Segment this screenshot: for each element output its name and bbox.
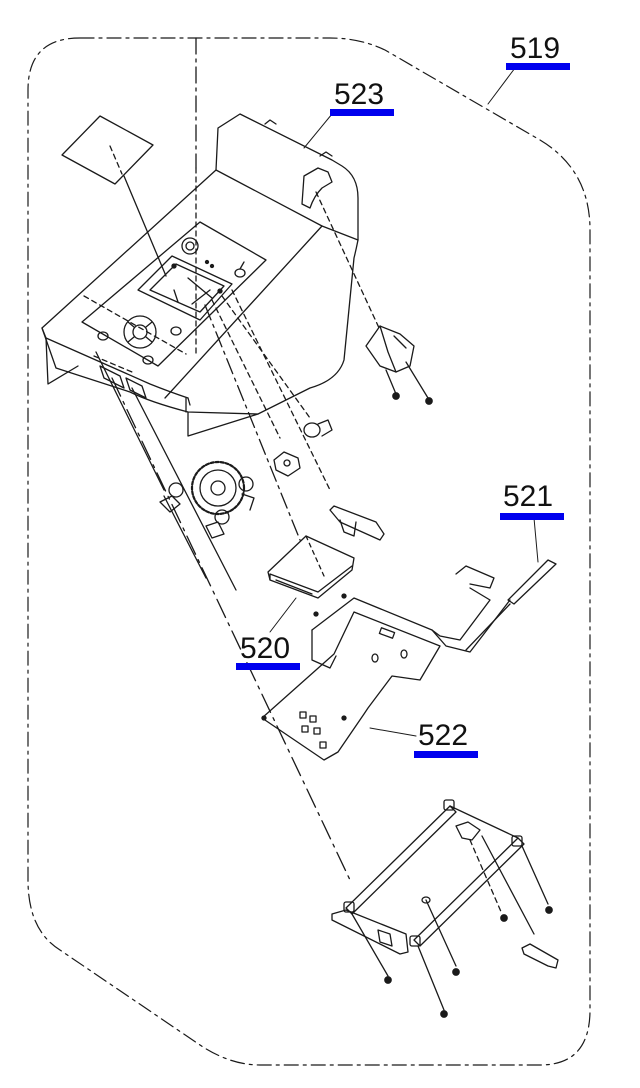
callout-520-underline <box>236 663 300 670</box>
guide-line <box>231 289 331 491</box>
sticker-guide <box>109 145 123 175</box>
guide-line <box>163 495 207 579</box>
guide-line <box>211 299 281 439</box>
dial-part <box>159 460 255 539</box>
guide-line <box>111 377 351 881</box>
leader-521 <box>533 517 539 563</box>
callout-522-underline <box>414 751 478 758</box>
callout-523: 523 <box>334 78 385 111</box>
callout-519-underline <box>506 63 570 70</box>
guide-line <box>465 603 511 651</box>
leader-519 <box>487 67 516 105</box>
callout-521-underline <box>500 513 564 520</box>
guide-line <box>131 387 237 591</box>
bracket-part <box>329 505 385 541</box>
circuit-board-522 <box>261 559 557 761</box>
assembly-boundary <box>27 37 591 1066</box>
button-part <box>303 419 333 438</box>
guide-line <box>315 191 381 331</box>
callout-519: 519 <box>510 32 561 65</box>
module-520 <box>267 535 355 617</box>
guide-line <box>95 351 165 491</box>
sticker-sheet <box>61 115 154 185</box>
leader-523 <box>303 113 333 149</box>
guide-line <box>204 304 301 541</box>
bottom-frame <box>331 799 559 1018</box>
callout-522: 522 <box>418 719 469 752</box>
callout-521: 521 <box>503 480 554 513</box>
guide-line <box>221 295 311 419</box>
button-part <box>273 451 301 477</box>
panel-housing <box>41 113 359 437</box>
leader-522 <box>369 727 417 737</box>
callout-520: 520 <box>240 632 291 665</box>
clip-part <box>365 325 433 405</box>
sticker-leader <box>123 175 167 277</box>
callout-523-underline <box>330 109 394 116</box>
leader-520 <box>269 597 297 633</box>
